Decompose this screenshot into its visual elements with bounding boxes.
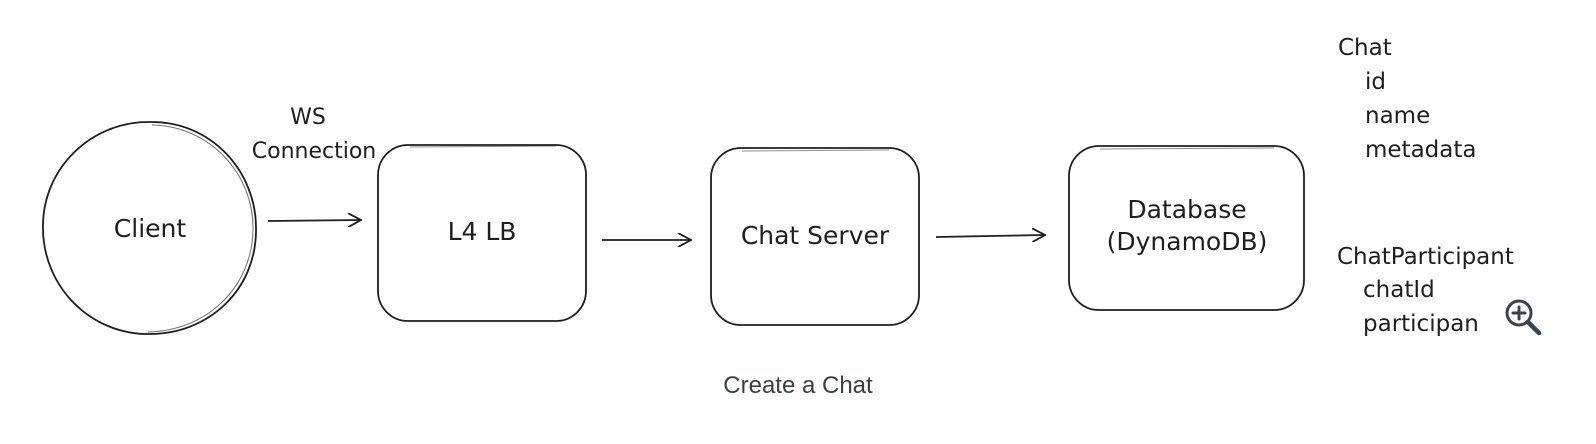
chat-server-label: Chat Server [741,221,890,250]
zoom-in-button[interactable] [1503,297,1543,337]
database-node[interactable]: Database (DynamoDB) [1068,145,1305,311]
zoom-in-icon [1505,299,1542,336]
arrow-chat-server-to-database [935,235,1045,237]
chat-field-metadata: metadata [1365,137,1476,163]
participant-field-participant: participan [1363,311,1479,337]
database-label-line2: (DynamoDB) [1107,227,1268,256]
load-balancer-node[interactable]: L4 LB [377,144,587,322]
connection-label: Connection [252,139,376,164]
ws-label: WS [290,105,326,130]
client-label: Client [114,214,187,243]
arrow-client-to-lb [267,220,361,221]
chat-field-id: id [1365,69,1386,95]
client-node[interactable]: Client [42,121,257,335]
diagram-caption: Create a Chat [723,372,873,399]
schema-notes: Chat id name metadata ChatParticipant ch… [1337,35,1514,337]
chat-field-name: name [1365,103,1430,129]
chat-table-title: Chat [1338,35,1392,61]
participant-table-title: ChatParticipant [1337,244,1514,270]
load-balancer-label: L4 LB [448,217,517,246]
participant-field-chatid: chatId [1363,277,1435,303]
database-label-line1: Database [1127,195,1246,224]
chat-server-node[interactable]: Chat Server [710,147,920,326]
